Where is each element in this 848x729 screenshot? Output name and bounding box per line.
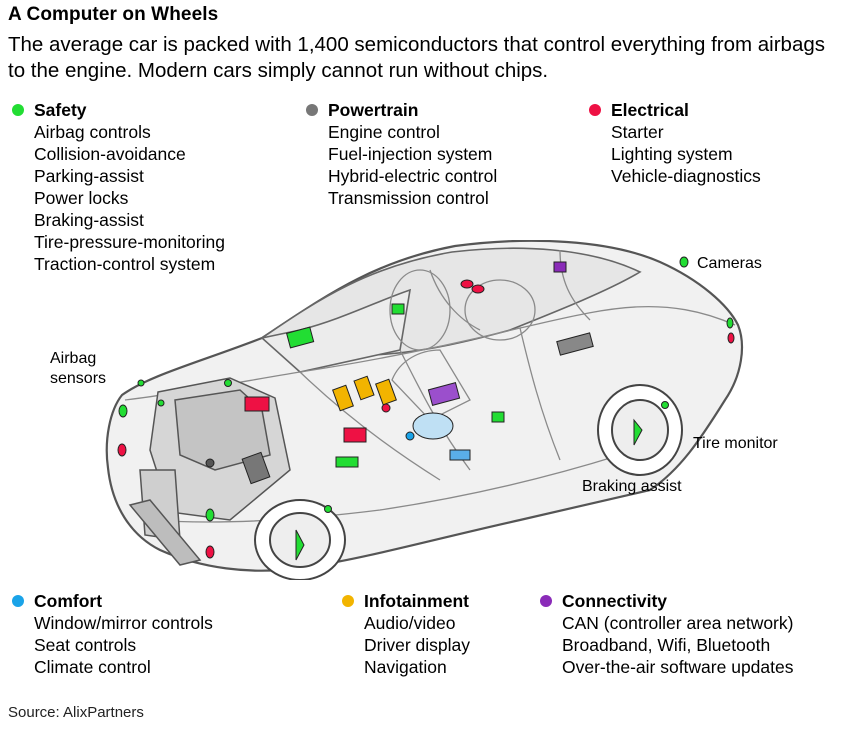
electrical-chip-icon	[244, 396, 270, 412]
powertrain-chip-icon	[241, 451, 271, 485]
category-item: Over-the-air software updates	[562, 657, 794, 677]
car-illustration	[105, 240, 744, 580]
category-item: Climate control	[34, 657, 151, 677]
category-label: Electrical	[611, 100, 689, 120]
category-safety: Safety Airbag controls Collision-avoidan…	[8, 99, 225, 275]
category-item: Audio/video	[364, 613, 456, 633]
category-item: Broadband, Wifi, Bluetooth	[562, 635, 771, 655]
category-item: Driver display	[364, 635, 470, 655]
safety-chip-icon	[491, 411, 505, 423]
category-comfort: Comfort Window/mirror controls Seat cont…	[8, 590, 213, 678]
comfort-chip-icon	[449, 449, 471, 461]
category-item: Vehicle-diagnostics	[611, 166, 761, 186]
sensor-markers	[117, 256, 735, 561]
connectivity-dot-icon	[540, 595, 552, 607]
callout-airbag-sensors: Airbag sensors	[50, 350, 107, 387]
powertrain-dot-icon	[306, 104, 318, 116]
category-label: Connectivity	[562, 591, 668, 611]
safety-chip-icon	[285, 326, 315, 349]
category-connectivity: Connectivity CAN (controller area networ…	[536, 590, 794, 678]
category-item: Navigation	[364, 657, 447, 677]
chip-markers	[241, 261, 594, 485]
safety-chip-icon	[335, 456, 359, 468]
electrical-dot-icon	[589, 104, 601, 116]
category-item: Seat controls	[34, 635, 137, 655]
category-label: Safety	[34, 100, 87, 120]
powertrain-chip-icon	[556, 332, 594, 356]
infotainment-dot-icon	[342, 595, 354, 607]
category-infotainment: Infotainment Audio/video Driver display …	[338, 590, 470, 678]
callout-tire-monitor: Tire monitor	[693, 435, 778, 452]
source-note: Source: AlixPartners	[8, 704, 144, 721]
category-label: Powertrain	[328, 100, 419, 120]
engine-block	[128, 377, 291, 566]
comfort-chip-icon	[412, 412, 454, 440]
electrical-chip-icon	[343, 427, 367, 443]
category-label: Infotainment	[364, 591, 469, 611]
category-item: Parking-assist	[34, 166, 144, 186]
category-item: Hybrid-electric control	[328, 166, 498, 186]
electrical-chip-icon	[471, 284, 485, 294]
electrical-chip-icon	[460, 279, 474, 289]
infotainment-chip-icon	[332, 384, 354, 412]
category-item: Engine control	[328, 122, 440, 142]
category-powertrain: Powertrain Engine control Fuel-injection…	[302, 99, 497, 209]
category-item: Braking-assist	[34, 210, 144, 230]
category-item: Power locks	[34, 188, 129, 208]
safety-chip-icon	[391, 303, 405, 315]
category-item: Fuel-injection system	[328, 144, 493, 164]
infotainment-chip-icon	[375, 378, 397, 406]
category-item: CAN (controller area network)	[562, 613, 794, 633]
category-item: Transmission control	[328, 188, 489, 208]
callout-cameras: Cameras	[697, 255, 762, 272]
category-label: Comfort	[34, 591, 103, 611]
category-item: Traction-control system	[34, 254, 216, 274]
safety-dot-icon	[12, 104, 24, 116]
infotainment-chip-icon	[353, 375, 375, 401]
comfort-chip-icon	[405, 431, 415, 441]
category-item: Collision-avoidance	[34, 144, 186, 164]
callout-braking-assist: Braking assist	[582, 478, 682, 495]
comfort-dot-icon	[12, 595, 24, 607]
chart-title: A Computer on Wheels	[8, 4, 219, 25]
category-item: Tire-pressure-monitoring	[34, 232, 225, 252]
category-item: Airbag controls	[34, 122, 151, 142]
category-item: Lighting system	[611, 144, 733, 164]
category-electrical: Electrical Starter Lighting system Vehic…	[585, 99, 761, 187]
category-item: Window/mirror controls	[34, 613, 213, 633]
connectivity-chip-icon	[553, 261, 567, 273]
connectivity-chip-icon	[427, 382, 461, 406]
car-windows	[260, 247, 642, 373]
chart-subtitle: The average car is packed with 1,400 sem…	[8, 33, 825, 82]
category-item: Starter	[611, 122, 664, 142]
